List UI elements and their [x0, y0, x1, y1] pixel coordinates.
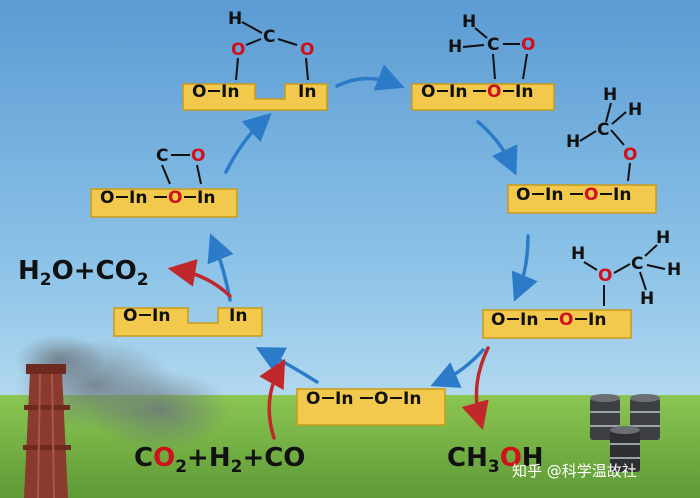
- atom-o-red: O: [191, 146, 205, 166]
- atom-o: O: [306, 389, 320, 409]
- arrow-methanol-out: [461, 346, 490, 431]
- atom-o-red: O: [487, 82, 501, 102]
- atom-h: H: [462, 12, 476, 32]
- arrow-s1-s2: [335, 64, 405, 91]
- exchange-arrows: [167, 259, 490, 440]
- atom-c: C: [487, 35, 499, 55]
- surface-s2: O In O In H H C O: [411, 12, 555, 111]
- atom-h: H: [656, 228, 670, 248]
- atom-in: In: [545, 185, 563, 205]
- atom-in: In: [129, 188, 147, 208]
- arrow-s4-s5: [430, 348, 485, 388]
- atom-c: C: [263, 27, 275, 47]
- atom-in: In: [515, 82, 533, 102]
- smoke-cloud: [90, 370, 230, 450]
- arrow-s3-s4: [511, 234, 538, 302]
- atom-o: O: [491, 310, 505, 330]
- atom-o: O: [516, 185, 530, 205]
- atom-o-red: O: [168, 188, 182, 208]
- atom-o: O: [123, 306, 137, 326]
- surface-s5: O In O In: [296, 388, 446, 426]
- atom-h: H: [571, 244, 585, 264]
- atom-o: O: [421, 82, 435, 102]
- atom-in: In: [221, 82, 239, 102]
- atom-in: In: [449, 82, 467, 102]
- atom-o-red: O: [623, 145, 637, 165]
- atom-o-red: O: [559, 310, 573, 330]
- surface-s7: O In O In C O: [90, 146, 238, 218]
- feed-gas-label: CO2+H2+CO: [134, 443, 305, 477]
- atom-h: H: [566, 132, 580, 152]
- atom-h: H: [228, 9, 242, 29]
- atom-h: H: [667, 260, 681, 280]
- atom-in: In: [197, 188, 215, 208]
- atom-h: H: [603, 85, 617, 105]
- atom-o-red: O: [598, 266, 612, 286]
- surface-s4: O In O In H O C H H H: [482, 228, 681, 339]
- oil-barrels-icon: [590, 394, 660, 472]
- atom-c: C: [597, 120, 609, 140]
- watermark: 知乎 @科学温故社: [512, 462, 637, 480]
- atom-o-red: O: [231, 40, 245, 60]
- atom-o: O: [100, 188, 114, 208]
- atom-in: In: [229, 306, 247, 326]
- cycle-arrows: [207, 64, 538, 388]
- smokestack-icon: [23, 364, 71, 498]
- atom-o-red: O: [300, 40, 314, 60]
- arrow-feed-in: [259, 358, 286, 440]
- atom-in: In: [335, 389, 353, 409]
- arrow-water-out: [167, 259, 232, 298]
- atom-in: In: [152, 306, 170, 326]
- atom-in: In: [520, 310, 538, 330]
- arrow-s7-s1: [224, 112, 272, 174]
- atom-in: In: [588, 310, 606, 330]
- surface-s1: O In In H C O O: [182, 9, 328, 111]
- arrow-s2-s3: [476, 120, 518, 176]
- atom-in: In: [403, 389, 421, 409]
- atom-o: O: [374, 389, 388, 409]
- atom-in: In: [298, 82, 316, 102]
- atom-o: O: [192, 82, 206, 102]
- atom-in: In: [613, 185, 631, 205]
- water-co2-product-label: H2O+CO2: [18, 256, 149, 290]
- atom-o-red: O: [584, 185, 598, 205]
- atom-o-red: O: [521, 35, 535, 55]
- surface-s3: O In O In H H H C O: [507, 85, 657, 214]
- atom-c: C: [631, 254, 643, 274]
- surface-s6: O In In: [113, 306, 263, 337]
- atom-h: H: [640, 289, 654, 309]
- atom-h: H: [628, 100, 642, 120]
- atom-c: C: [156, 146, 168, 166]
- atom-h: H: [448, 37, 462, 57]
- methanol-product-label: CH3OH: [447, 443, 544, 477]
- arrow-s5-s6: [255, 347, 319, 384]
